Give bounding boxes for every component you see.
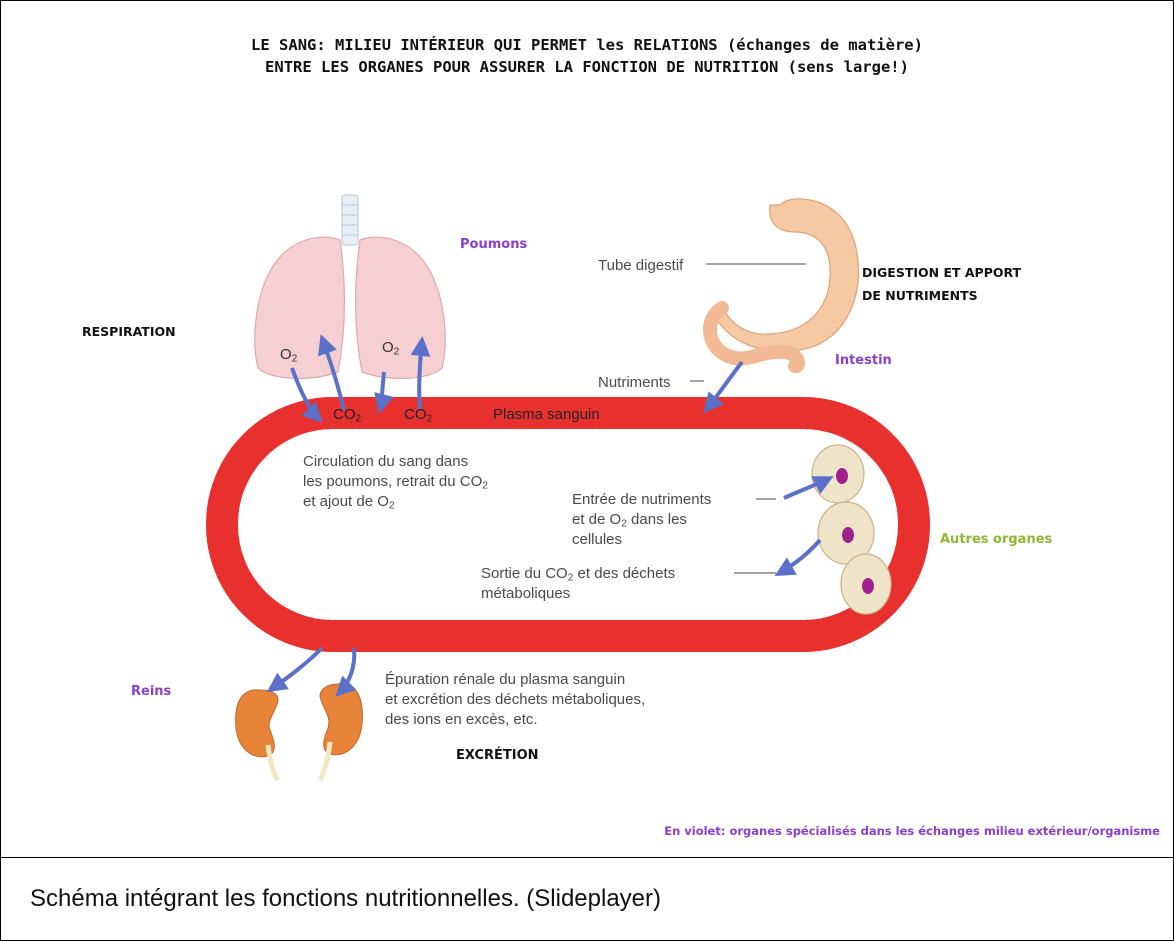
- label-intestin: Intestin: [835, 353, 892, 368]
- arrow-blood-to-left-kidney: [270, 648, 322, 690]
- text-nutriments: Nutriments: [598, 373, 671, 392]
- right-lung: [356, 237, 446, 378]
- text-circulation-line-1: Circulation du sang dans: [303, 452, 468, 471]
- figure-caption: Schéma intégrant les fonctions nutrition…: [30, 885, 661, 913]
- text-entree-line-3: cellules: [572, 530, 622, 549]
- text-co2-right: CO2: [404, 405, 432, 429]
- label-digestion-line-1: DIGESTION ET APPORT: [862, 265, 1021, 280]
- text-epuration-line-3: des ions en excès, etc.: [385, 710, 538, 729]
- text-circulation-line-3: et ajout de O2: [303, 492, 395, 516]
- label-respiration: RESPIRATION: [82, 324, 176, 339]
- text-co2-left: CO2: [333, 405, 361, 429]
- text-lung-left-o2: O2: [280, 345, 297, 369]
- other-organ-cells: [812, 445, 891, 614]
- text-epuration-line-1: Épuration rénale du plasma sanguin: [385, 670, 625, 689]
- label-poumons: Poumons: [460, 237, 527, 252]
- arrow-cells-to-blood: [778, 540, 820, 574]
- text-sortie-line-2: métaboliques: [481, 584, 570, 603]
- text-lung-right-o2: O2: [382, 338, 399, 362]
- label-digestion-line-2: DE NUTRIMENTS: [862, 288, 978, 303]
- label-autres-organes: Autres organes: [940, 532, 1052, 547]
- kidneys: [236, 684, 363, 780]
- diagram-illustration: [0, 0, 1174, 860]
- footer-note: En violet: organes spécialisés dans les …: [664, 824, 1160, 838]
- left-lung: [255, 237, 345, 378]
- trachea: [342, 195, 358, 245]
- label-excretion: EXCRÉTION: [456, 748, 539, 763]
- stomach: [716, 199, 858, 351]
- label-reins: Reins: [131, 684, 171, 699]
- text-entree-line-1: Entrée de nutriments: [572, 490, 711, 509]
- text-epuration-line-2: et excrétion des déchets métaboliques,: [385, 690, 645, 709]
- text-tube-digestif: Tube digestif: [598, 256, 683, 275]
- text-plasma-sanguin: Plasma sanguin: [493, 405, 600, 424]
